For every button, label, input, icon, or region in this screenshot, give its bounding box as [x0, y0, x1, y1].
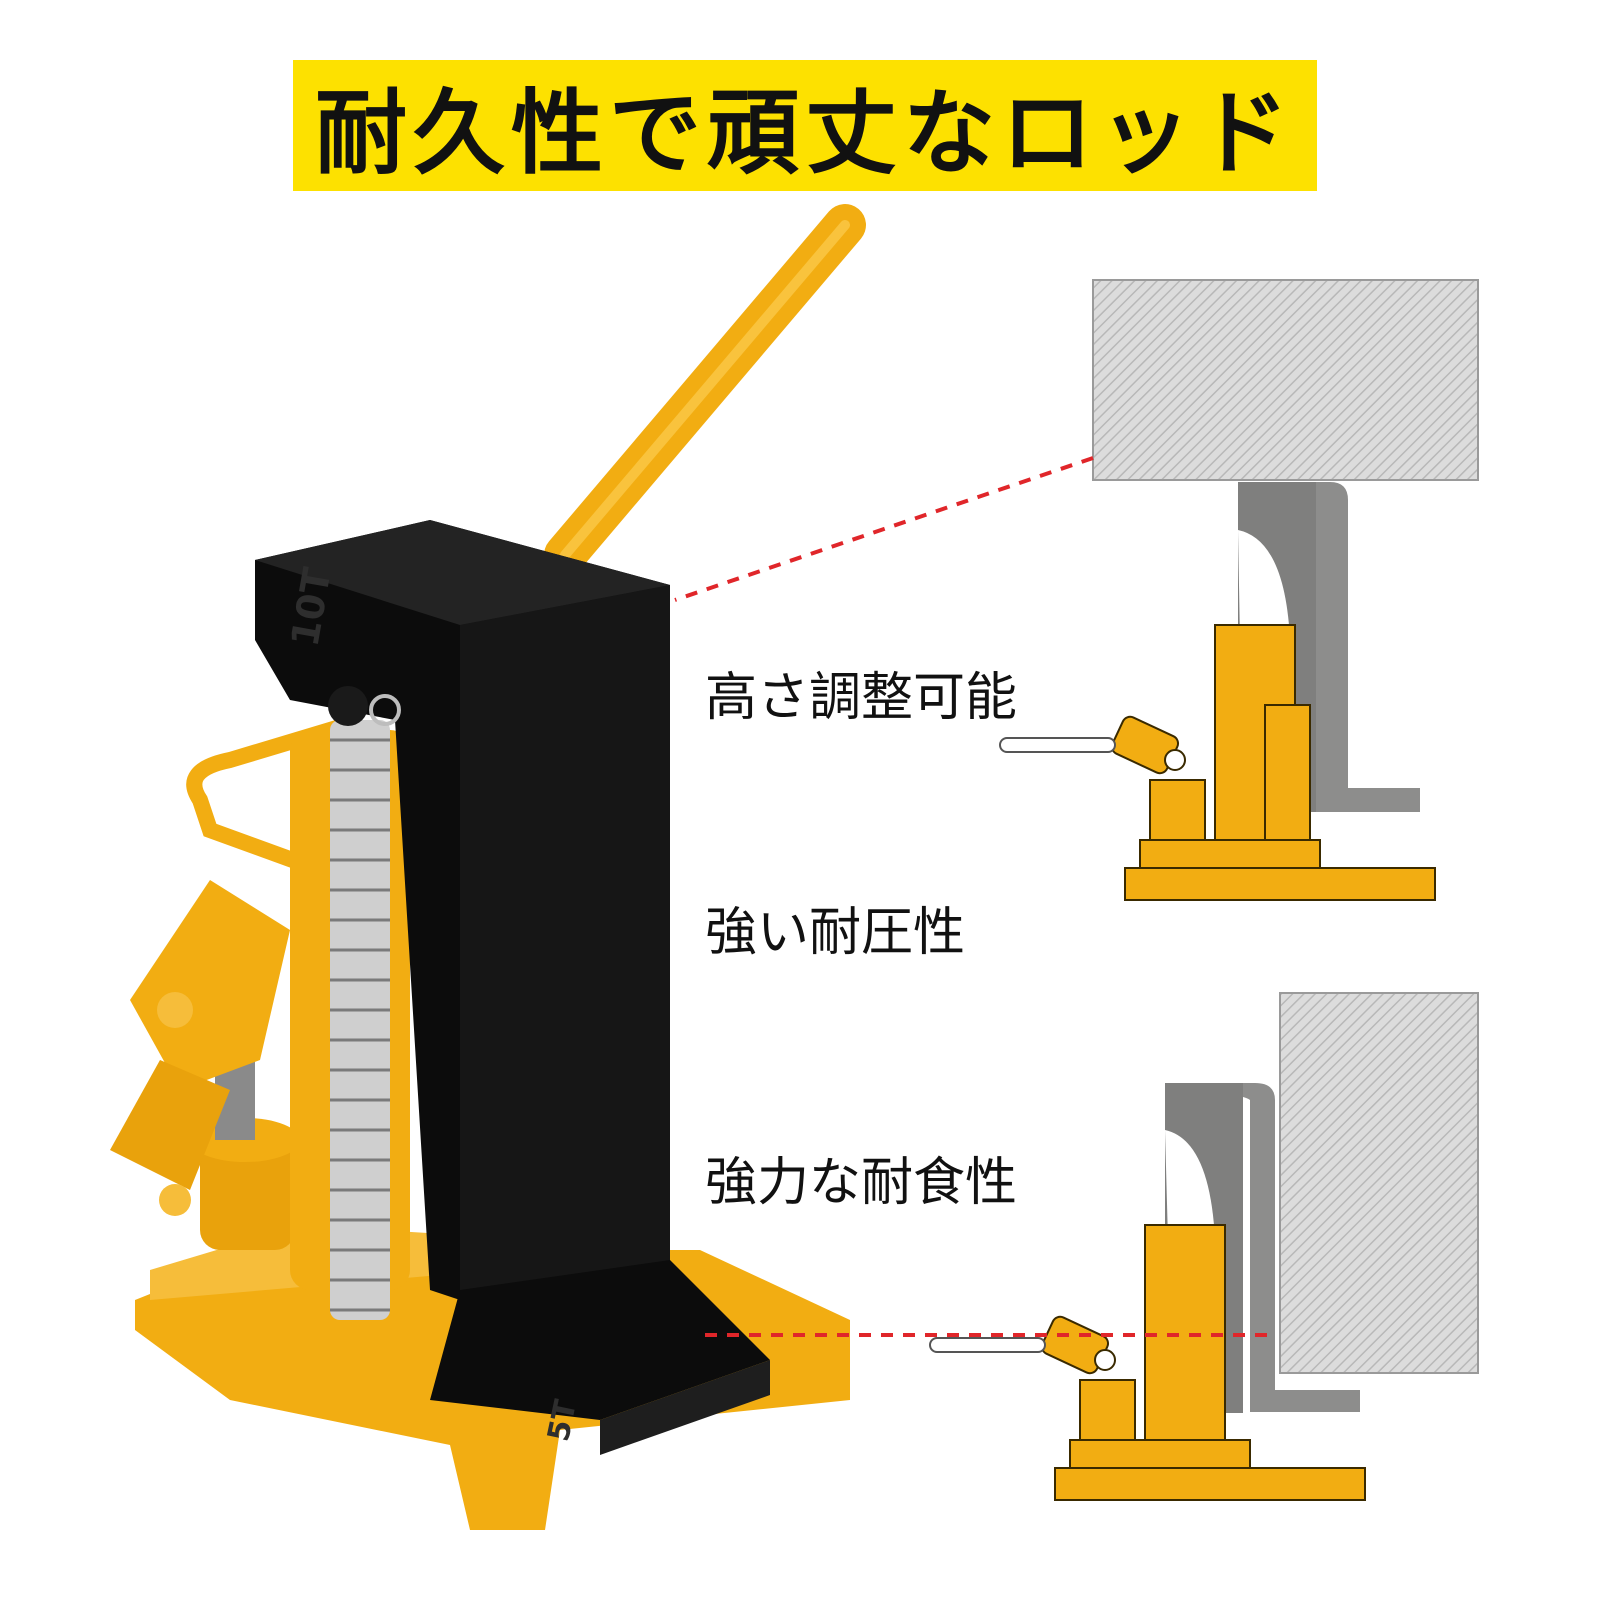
- guide-line-top: [674, 456, 1094, 602]
- toe-jack-photo: 10T 5T: [110, 204, 866, 1530]
- release-knob: [328, 686, 368, 726]
- feature-pressure-resistance: 強い耐圧性: [705, 903, 966, 963]
- load-block: [1092, 279, 1479, 481]
- load-block: [1279, 992, 1479, 1374]
- return-spring: [330, 720, 390, 1320]
- lifting-toe: [430, 1260, 770, 1420]
- feature-corrosion-resistance: 強力な耐食性: [705, 1153, 1018, 1213]
- usage-diagram-top: [674, 279, 1479, 901]
- usage-diagram-bottom: [705, 992, 1479, 1501]
- banner-title: 耐久性で頑丈なロッド: [314, 80, 1295, 187]
- pump-handle-diagram: [999, 737, 1116, 753]
- title-banner: 耐久性で頑丈なロッド: [293, 60, 1317, 191]
- feature-height-adjustable: 高さ調整可能: [705, 668, 1018, 728]
- capacity-mark-toe: 5T: [541, 1396, 584, 1444]
